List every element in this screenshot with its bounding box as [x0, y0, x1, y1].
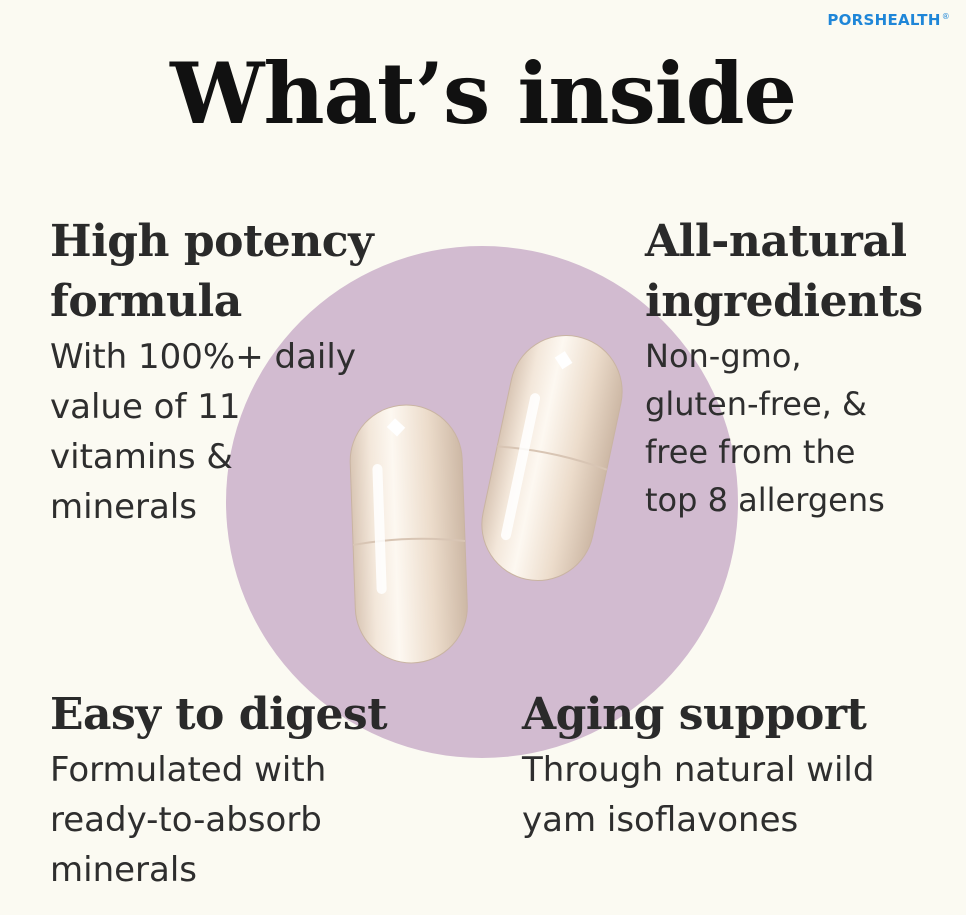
registered-mark: ®: [941, 12, 950, 21]
feature-heading: Aging support: [522, 689, 867, 740]
brand-logo: PORSHEALTH®: [827, 11, 950, 29]
capsule-left: [349, 404, 468, 664]
brand-name: PORSHEALTH: [827, 11, 941, 29]
background-circle: [226, 246, 738, 758]
capsule-right: [481, 334, 623, 582]
page-title: What’s inside: [170, 44, 797, 143]
feature-heading: Easy to digest: [50, 689, 388, 740]
capsules-image: [349, 334, 623, 664]
